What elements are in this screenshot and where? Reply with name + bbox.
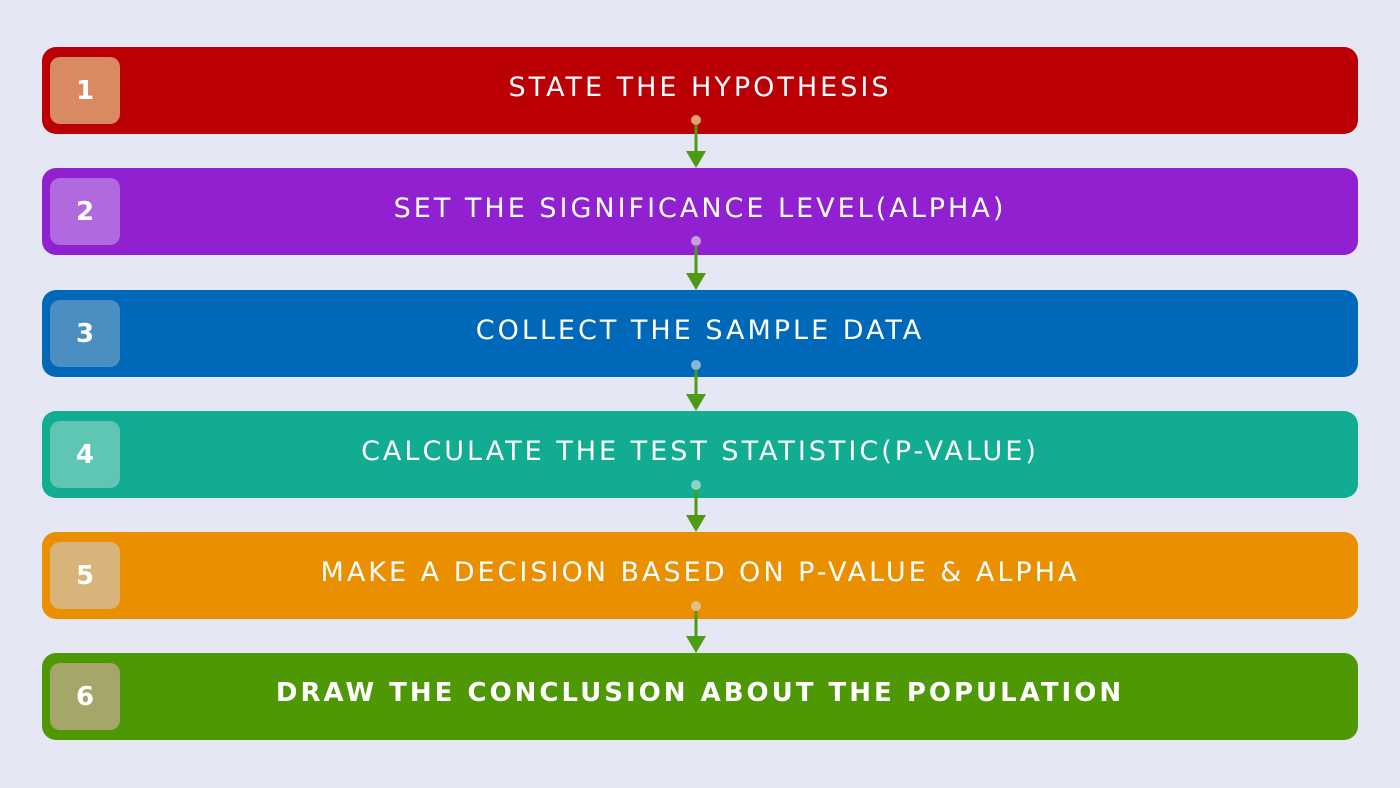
step-3-label: COLLECT THE SAMPLE DATA bbox=[475, 314, 925, 346]
step-1-number-badge: 1 bbox=[50, 57, 120, 124]
step-2-label: SET THE SIGNIFICANCE LEVEL(ALPHA) bbox=[393, 192, 1007, 224]
step-2-number-badge: 2 bbox=[50, 178, 120, 245]
step-3-number-badge: 3 bbox=[50, 300, 120, 367]
connector-1-2-arrowhead bbox=[686, 151, 706, 168]
step-4-label: CALCULATE THE TEST STATISTIC(P-VALUE) bbox=[361, 435, 1039, 467]
step-4-number-badge: 4 bbox=[50, 421, 120, 488]
step-5-number-badge: 5 bbox=[50, 542, 120, 609]
connector-2-3-arrowhead bbox=[686, 273, 706, 290]
step-2-box: 2 SET THE SIGNIFICANCE LEVEL(ALPHA) bbox=[42, 168, 1358, 255]
step-3-box: 3 COLLECT THE SAMPLE DATA bbox=[42, 290, 1358, 377]
step-5-box: 5 MAKE A DECISION BASED ON P-VALUE & ALP… bbox=[42, 532, 1358, 619]
step-6-label: DRAW THE CONCLUSION ABOUT THE POPULATION bbox=[275, 678, 1125, 708]
step-1-box: 1 STATE THE HYPOTHESIS bbox=[42, 47, 1358, 134]
step-1-label: STATE THE HYPOTHESIS bbox=[508, 71, 892, 103]
step-4-box: 4 CALCULATE THE TEST STATISTIC(P-VALUE) bbox=[42, 411, 1358, 498]
connector-3-4-arrowhead bbox=[686, 394, 706, 411]
step-5-label: MAKE A DECISION BASED ON P-VALUE & ALPHA bbox=[320, 556, 1080, 588]
connector-4-5-arrowhead bbox=[686, 515, 706, 532]
connector-5-6-arrowhead bbox=[686, 636, 706, 653]
step-6-number-badge: 6 bbox=[50, 663, 120, 730]
step-6-box: 6 DRAW THE CONCLUSION ABOUT THE POPULATI… bbox=[42, 653, 1358, 740]
